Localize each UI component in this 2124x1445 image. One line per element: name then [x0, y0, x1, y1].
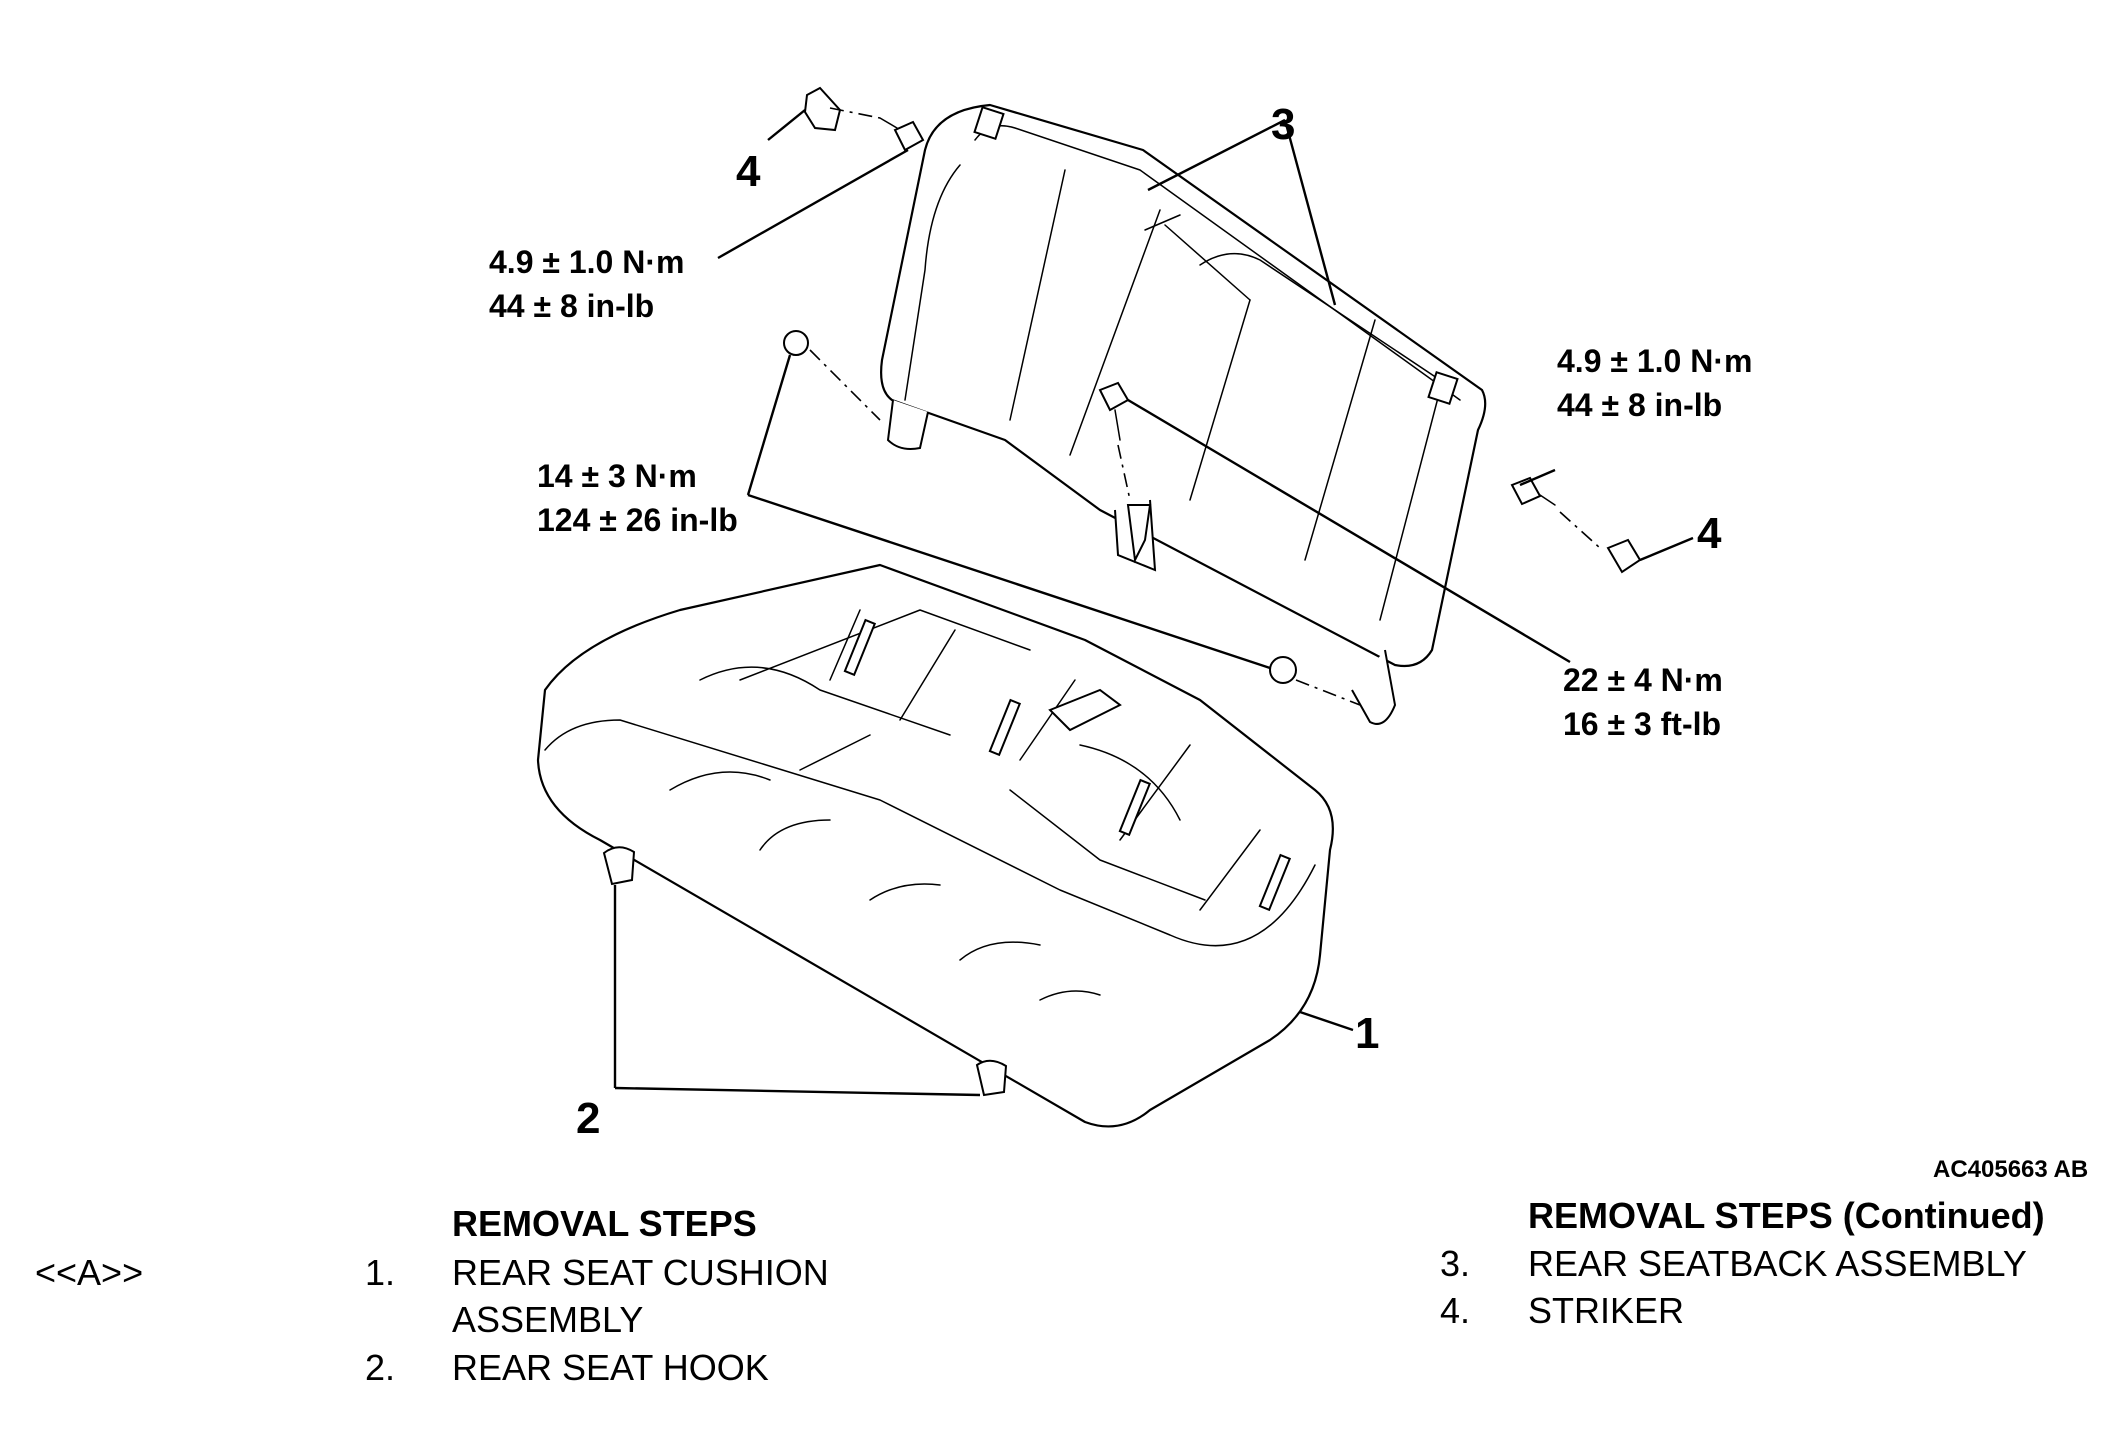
- step-4-number: 4.: [1440, 1290, 1471, 1331]
- step-2-number: 2.: [365, 1347, 396, 1388]
- step-3-text: REAR SEATBACK ASSEMBLY: [1528, 1243, 2027, 1284]
- torque-imperial: 16 ± 3 ft-lb: [1563, 706, 1722, 742]
- leader-lines: [613, 109, 1694, 1097]
- torque-metric: 4.9 ± 1.0 N·m: [489, 244, 685, 280]
- rear-seat-cushion-drawing: [536, 563, 1334, 1128]
- step-2-text: REAR SEAT HOOK: [452, 1347, 769, 1388]
- torque-imperial: 124 ± 26 in-lb: [537, 502, 738, 538]
- torque-metric: 22 ± 4 N·m: [1563, 662, 1723, 698]
- step-1-text-continued: ASSEMBLY: [452, 1299, 644, 1340]
- callout-striker-left: 4: [736, 147, 761, 196]
- step-3-number: 3.: [1440, 1243, 1471, 1284]
- torque-imperial: 44 ± 8 in-lb: [1557, 387, 1723, 423]
- torque-imperial: 44 ± 8 in-lb: [489, 288, 655, 324]
- torque-spec-seatback-nut: 14 ± 3 N·m 124 ± 26 in-lb: [537, 454, 738, 542]
- step-1-text: REAR SEAT CUSHION: [452, 1252, 829, 1293]
- torque-spec-striker-right: 4.9 ± 1.0 N·m 44 ± 8 in-lb: [1557, 339, 1752, 427]
- step-1-number: 1.: [365, 1252, 396, 1293]
- removal-steps-continued-title: REMOVAL STEPS (Continued): [1528, 1195, 2045, 1236]
- callout-seat-hook: 2: [576, 1094, 601, 1143]
- step-4-text: STRIKER: [1528, 1290, 1685, 1331]
- figure-code: AC405663 AB: [1933, 1156, 2089, 1183]
- service-reference-mark: <<A>>: [35, 1252, 144, 1293]
- rear-seatback-drawing: [880, 103, 1487, 725]
- callout-seatback: 3: [1271, 100, 1296, 149]
- torque-spec-seatback-bolt: 22 ± 4 N·m 16 ± 3 ft-lb: [1563, 658, 1723, 746]
- removal-steps-title: REMOVAL STEPS: [452, 1203, 757, 1244]
- fasteners: [602, 86, 1642, 1097]
- callout-seat-cushion: 1: [1355, 1009, 1380, 1058]
- torque-metric: 4.9 ± 1.0 N·m: [1557, 343, 1753, 379]
- callout-striker-right: 4: [1697, 509, 1722, 558]
- torque-spec-striker-left: 4.9 ± 1.0 N·m 44 ± 8 in-lb: [489, 240, 684, 328]
- torque-metric: 14 ± 3 N·m: [537, 458, 697, 494]
